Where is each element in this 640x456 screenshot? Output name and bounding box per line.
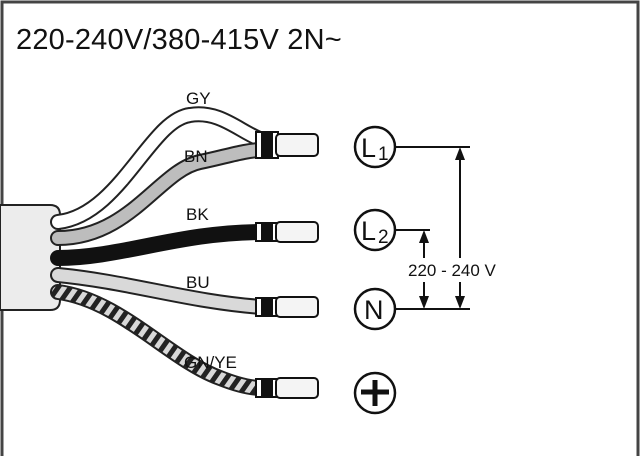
wire-label-bu: BU — [186, 273, 210, 292]
ferrule-bu — [255, 296, 319, 318]
terminal-l2-letter: L — [361, 216, 376, 246]
terminal-l2: L 2 — [353, 208, 397, 252]
supply-rating-title: 220-240V/380-415V 2N~ — [16, 24, 342, 56]
ferrule-gn-ye — [255, 377, 319, 399]
terminal-n: N — [353, 287, 397, 331]
terminal-l1-index: 1 — [378, 144, 389, 165]
wire-label-gn-ye: GN/YE — [184, 353, 237, 372]
wire-label-bk: BK — [186, 205, 209, 224]
wire-bk — [50, 224, 270, 266]
terminal-l1: L 1 — [353, 125, 397, 169]
voltage-label: 220 - 240 V — [408, 261, 497, 280]
voltage-label-background — [404, 258, 522, 282]
terminal-n-letter: N — [364, 295, 384, 325]
ferrule-gy-bn — [255, 131, 319, 159]
earth-ground-icon — [353, 371, 397, 415]
terminal-l2-index: 2 — [378, 227, 389, 248]
wire-label-gy: GY — [186, 89, 211, 108]
voltage-arrowheads — [419, 147, 465, 309]
voltage-measurement-lines — [395, 146, 470, 310]
wire-label-bn: BN — [184, 147, 208, 166]
terminal-l1-letter: L — [361, 133, 376, 163]
ferrule-bk — [255, 221, 319, 243]
